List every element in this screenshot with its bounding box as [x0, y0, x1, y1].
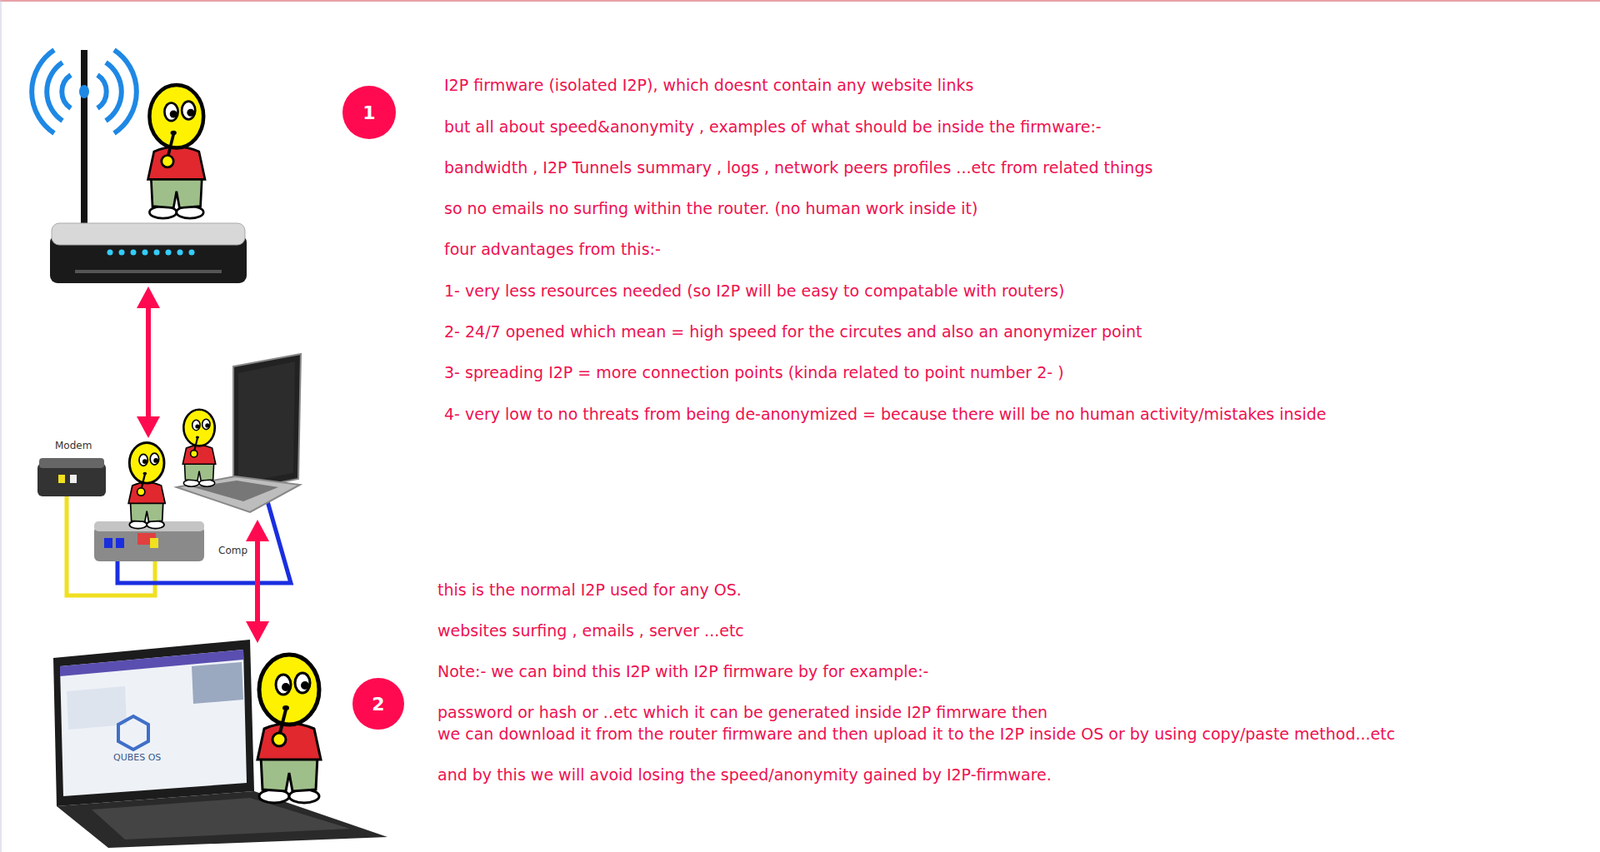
page-border [0, 0, 2, 852]
screen-text: QUBES OS [113, 752, 161, 764]
page-border [0, 0, 1600, 2]
note-text: 2- 24/7 opened which mean = high speed f… [444, 322, 1142, 342]
double-arrow [136, 286, 160, 439]
device-label: Comp [218, 545, 248, 557]
double-arrow [245, 520, 270, 644]
note-text: 4- very low to no threats from being de-… [444, 405, 1327, 425]
note-text: password or hash or ..etc which it can b… [437, 703, 1048, 723]
note-text: but all about speed&anonymity , examples… [444, 117, 1102, 137]
note-text: this is the normal I2P used for any OS. [437, 580, 742, 600]
callout-number: 1 [342, 85, 396, 140]
note-text: and by this we will avoid losing the spe… [437, 765, 1052, 785]
home-network-picture [37, 354, 301, 596]
note-text: websites surfing , emails , server ...et… [437, 621, 745, 641]
callout-number: 2 [352, 678, 405, 730]
note-text: bandwidth , I2P Tunnels summary , logs ,… [444, 158, 1153, 178]
note-text: I2P firmware (isolated I2P), which doesn… [444, 75, 974, 95]
note-text: 3- spreading I2P = more connection point… [444, 363, 1065, 383]
note-text: we can download it from the router firmw… [437, 725, 1395, 745]
note-text: so no emails no surfing within the route… [444, 199, 978, 219]
device-label: Modem [55, 440, 92, 452]
laptop-picture [53, 640, 388, 849]
note-text: 1- very less resources needed (so I2P wi… [444, 281, 1065, 301]
router-picture [31, 50, 247, 284]
note-text: four advantages from this:- [444, 240, 661, 260]
note-text: Note:- we can bind this I2P with I2P fir… [437, 662, 929, 682]
